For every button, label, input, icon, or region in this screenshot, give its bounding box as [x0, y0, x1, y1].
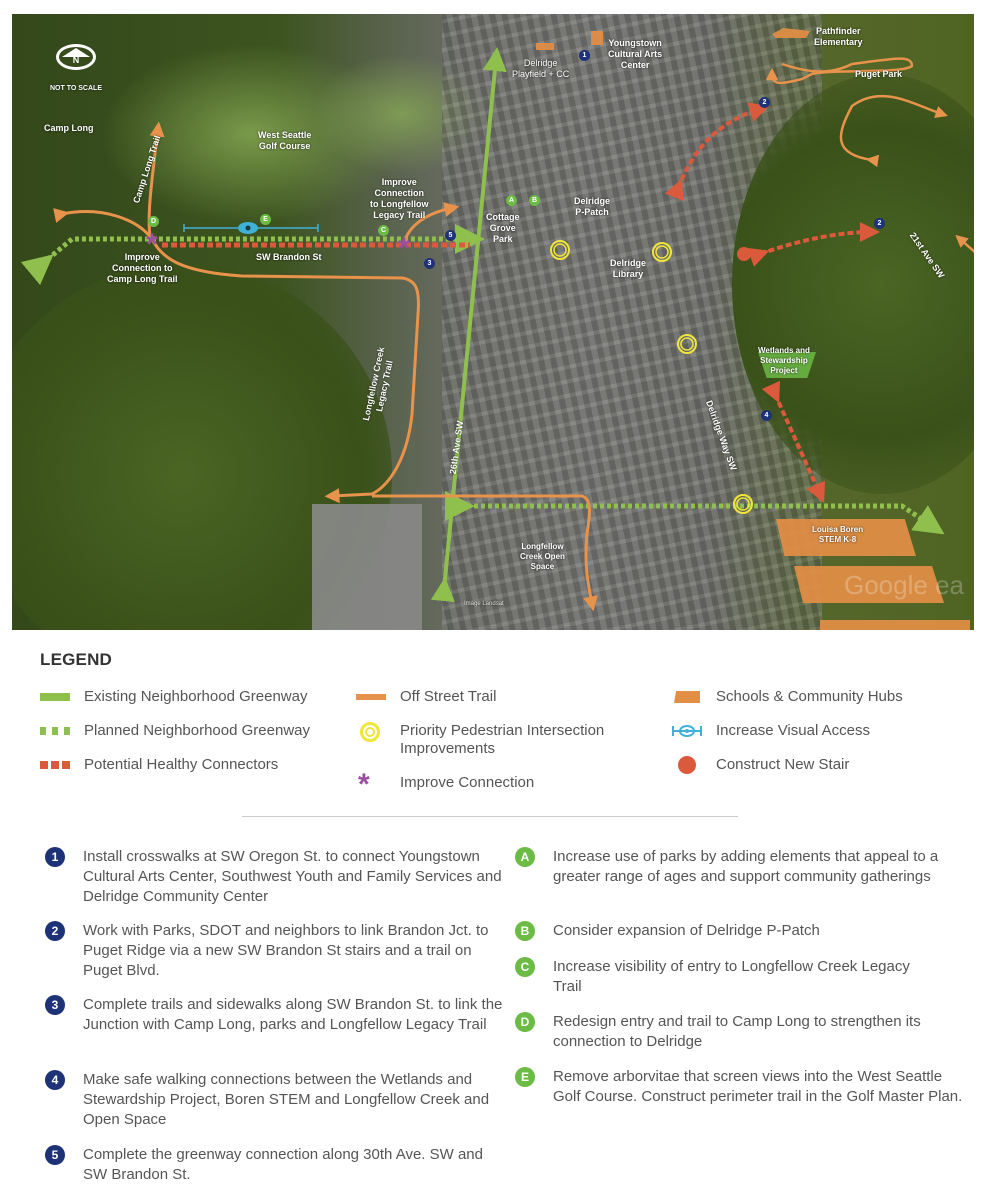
label-cottage-grove: Cottage Grove Park	[486, 212, 520, 244]
legend-title: LEGEND	[40, 650, 113, 669]
not-to-scale-label: NOT TO SCALE	[50, 85, 102, 92]
label-delridge-ppatch: Delridge P-Patch	[574, 196, 611, 217]
marker-e: E	[260, 214, 271, 225]
hub-wetlands	[758, 352, 816, 378]
letter-badge-icon: D	[515, 1012, 535, 1032]
google-watermark: Google ea	[844, 570, 964, 600]
marker-3: 3	[424, 258, 435, 269]
number-badge-icon: 4	[45, 1070, 65, 1090]
legend-item-existing-greenway: Existing Neighborhood Greenway	[40, 688, 307, 706]
asterisk-icon: *	[358, 768, 370, 801]
label-delridge-library: Delridge Library	[610, 258, 647, 279]
recommendation-2: 2 Work with Parks, SDOT and neighbors to…	[45, 921, 503, 981]
yellow-ring-icon	[356, 722, 386, 742]
section-divider	[242, 816, 738, 817]
legend-item-visual-access: Increase Visual Access	[672, 722, 870, 740]
hub-delridge-cc	[536, 43, 554, 50]
legend-item-improve-connection: * Improve Connection	[358, 768, 535, 801]
label-sw-brandon: SW Brandon St	[256, 252, 322, 262]
number-badge-icon: 1	[45, 847, 65, 867]
recommendation-3: 3 Complete trails and sidewalks along SW…	[45, 995, 503, 1035]
letter-badge-icon: B	[515, 921, 535, 941]
recommendation-d: D Redesign entry and trail to Camp Long …	[515, 1012, 973, 1052]
number-badge-icon: 3	[45, 995, 65, 1015]
label-improve-longfellow: Improve Connection to Longfellow Legacy …	[370, 177, 429, 220]
legend-item-planned-greenway: Planned Neighborhood Greenway	[40, 722, 310, 740]
label-youngstown: Youngstown Cultural Arts Center	[608, 38, 663, 70]
orange-line-icon	[356, 688, 386, 706]
legend-item-healthy-connectors: Potential Healthy Connectors	[40, 756, 278, 774]
label-wetlands: Wetlands and Stewardship Project	[758, 346, 810, 375]
recommendation-e: E Remove arborvitae that screen views in…	[515, 1067, 973, 1107]
label-louisa-boren: Louisa Boren STEM K-8	[812, 525, 864, 544]
hub-pathfinder	[772, 28, 810, 38]
number-badge-icon: 2	[45, 921, 65, 941]
label-longfellow-open-space: Longfellow Creek Open Space	[520, 542, 565, 571]
recommendation-1: 1 Install crosswalks at SW Oregon St. to…	[45, 847, 503, 907]
recommendation-a: A Increase use of parks by adding elemen…	[515, 847, 963, 887]
label-golf-course: West Seattle Golf Course	[258, 130, 312, 151]
hub-youngstown	[591, 31, 603, 45]
recommendation-c: C Increase visibility of entry to Longfe…	[515, 957, 913, 997]
solid-green-line-icon	[40, 688, 70, 706]
marker-4: 4	[761, 410, 772, 421]
marker-2a: 2	[759, 97, 770, 108]
svg-text:*: *	[398, 232, 410, 265]
label-puget-park: Puget Park	[855, 69, 903, 79]
marker-c: C	[378, 225, 389, 236]
north-arrow-icon: N	[56, 44, 96, 70]
number-badge-icon: 5	[45, 1145, 65, 1165]
label-improve-camp-long: Improve Connection to Camp Long Trail	[107, 252, 178, 284]
red-dot-icon	[672, 756, 702, 774]
marker-a: A	[506, 195, 517, 206]
recommendation-4: 4 Make safe walking connections between …	[45, 1070, 503, 1130]
letter-badge-icon: C	[515, 957, 535, 977]
hub-school-2	[794, 566, 944, 603]
letter-badge-icon: A	[515, 847, 535, 867]
hub-school-3	[820, 620, 970, 630]
dotted-green-line-icon	[40, 722, 70, 740]
marker-2b: 2	[874, 218, 885, 229]
svg-text:*: *	[146, 228, 158, 261]
label-camp-long: Camp Long	[44, 123, 94, 133]
legend-item-new-stair: Construct New Stair	[672, 756, 849, 774]
label-delridge-playfield: Delridge Playfield + CC	[512, 58, 570, 79]
dotted-red-line-icon	[40, 756, 70, 774]
legend-item-off-street-trail: Off Street Trail	[356, 688, 496, 706]
label-pathfinder: Pathfinder Elementary	[814, 26, 863, 47]
marker-5: 5	[445, 230, 456, 241]
legend-item-priority-intersection: Priority Pedestrian Intersection Improve…	[356, 722, 640, 758]
legend-item-schools-hubs: Schools & Community Hubs	[672, 688, 903, 706]
marker-d: D	[148, 216, 159, 227]
marker-1: 1	[579, 50, 590, 61]
recommendation-b: B Consider expansion of Delridge P-Patch	[515, 921, 963, 941]
eye-icon	[672, 722, 702, 740]
recommendation-5: 5 Complete the greenway connection along…	[45, 1145, 503, 1185]
orange-block-icon	[672, 688, 702, 706]
aerial-map: * * N NOT TO SCALE Camp Long West Seattl…	[12, 14, 974, 630]
facility-area	[312, 504, 422, 630]
route-overlay: * *	[20, 47, 974, 612]
imagery-credit: Image Landsat	[464, 601, 504, 607]
letter-badge-icon: E	[515, 1067, 535, 1087]
marker-b: B	[529, 195, 540, 206]
